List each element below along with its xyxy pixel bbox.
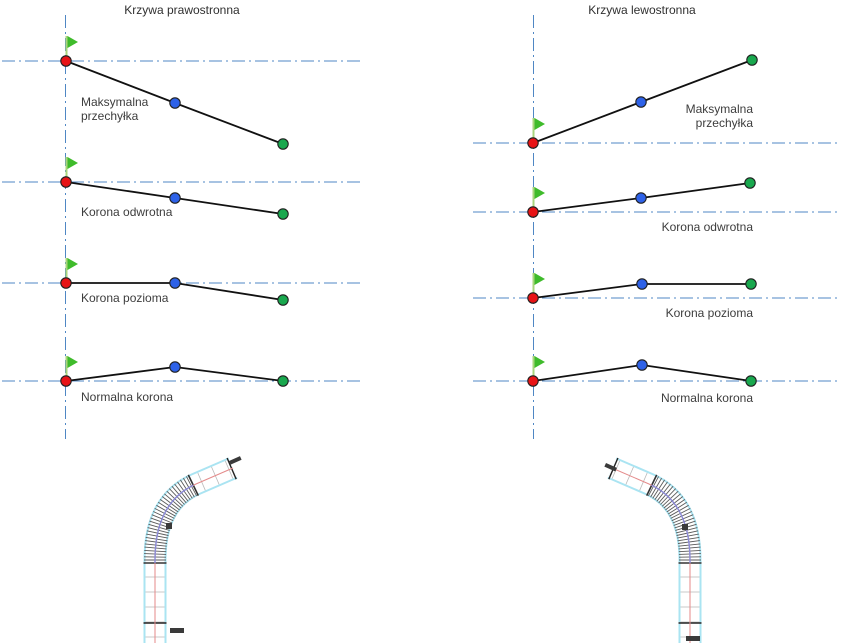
- start-point: [527, 292, 539, 304]
- start-point: [60, 375, 72, 387]
- mid-point: [636, 359, 648, 371]
- mid-point: [635, 96, 647, 108]
- label-normal-crown-left: Normalna korona: [660, 391, 753, 405]
- road-plan-right-curve-station-label-mark: [166, 523, 172, 529]
- label-level-crown-right: Korona pozioma: [81, 291, 169, 305]
- end-point: [745, 278, 757, 290]
- start-point: [60, 55, 72, 67]
- end-point: [745, 375, 757, 387]
- end-point: [277, 375, 289, 387]
- flag-icon: [67, 36, 78, 48]
- flag-icon: [67, 356, 78, 368]
- mid-point: [169, 277, 181, 289]
- start-point: [60, 277, 72, 289]
- start-point: [60, 176, 72, 188]
- label-max-superelevation-left: Maksymalna przechyłka: [685, 102, 753, 130]
- road-plan-left-curve-centerline-curve: [611, 467, 691, 643]
- flag-icon: [67, 157, 78, 169]
- mid-point: [635, 192, 647, 204]
- start-point: [527, 137, 539, 149]
- start-point: [527, 206, 539, 218]
- title-left-hand-curve: Krzywa lewostronna: [588, 3, 696, 17]
- flag-icon: [534, 187, 545, 199]
- road-plan-left-curve-station-label-mark: [682, 524, 688, 530]
- flag-icon: [67, 258, 78, 270]
- flag-icon: [534, 118, 545, 130]
- flag-icon: [534, 273, 545, 285]
- road-plan-right-curve-station-label-mark: [229, 456, 242, 465]
- start-point: [527, 375, 539, 387]
- end-point: [277, 208, 289, 220]
- label-normal-crown-right: Normalna korona: [81, 390, 174, 404]
- end-point: [744, 177, 756, 189]
- mid-point: [636, 278, 648, 290]
- mid-point: [169, 361, 181, 373]
- road-plan-right-curve-surface: [145, 459, 237, 643]
- end-point: [746, 54, 758, 66]
- end-point: [277, 294, 289, 306]
- road-plan-right-curve-station-label-mark: [170, 628, 184, 633]
- flag-icon: [534, 356, 545, 368]
- label-max-superelevation-right: Maksymalna przechyłka: [81, 95, 149, 123]
- label-reverse-crown-right: Korona odwrotna: [81, 205, 173, 219]
- road-plan-left-curve-station-label-mark: [686, 636, 700, 641]
- label-reverse-crown-left: Korona odwrotna: [661, 220, 753, 234]
- title-right-hand-curve: Krzywa prawostronna: [124, 3, 240, 17]
- end-point: [277, 138, 289, 150]
- road-plan-right-curve-centerline-curve: [154, 467, 234, 643]
- road-plan-left-curve-surface: [608, 459, 700, 643]
- mid-point: [169, 192, 181, 204]
- road-plan-left-curve-station-label-mark: [604, 463, 617, 472]
- label-level-crown-left: Korona pozioma: [665, 306, 753, 320]
- mid-point: [169, 97, 181, 109]
